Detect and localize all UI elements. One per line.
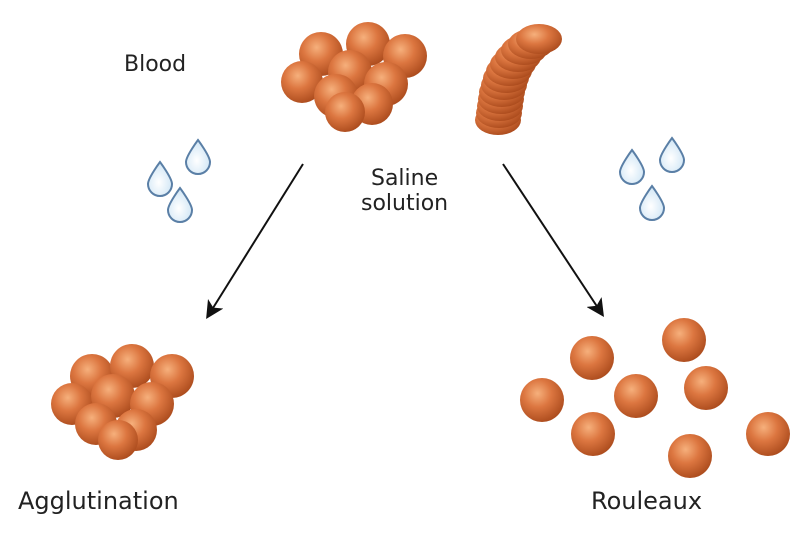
arrow-to-rouleaux (502, 163, 604, 318)
dispersed-cells (520, 318, 790, 478)
droplet-icon (166, 186, 194, 223)
droplet-icon (618, 148, 646, 185)
saline-droplets-right (618, 136, 686, 221)
saline-droplets-left (146, 138, 212, 223)
droplet-icon (638, 184, 666, 221)
rouleaux-label: Rouleaux (591, 487, 703, 515)
droplet-icon (184, 138, 212, 175)
droplet-icon (146, 160, 174, 197)
droplet-icon (658, 136, 686, 173)
agglutination-cluster (51, 344, 194, 460)
saline-label-line1: Saline (370, 166, 439, 191)
saline-label-line2: solution (361, 191, 449, 217)
arrow-to-agglutination (206, 163, 304, 320)
saline-solution-label: Saline solution (361, 166, 448, 217)
agglutination-label: Agglutination (18, 487, 179, 515)
blood-label: Blood (124, 52, 187, 77)
blood-cell-cluster (281, 22, 427, 132)
rouleaux-stack (475, 24, 562, 135)
